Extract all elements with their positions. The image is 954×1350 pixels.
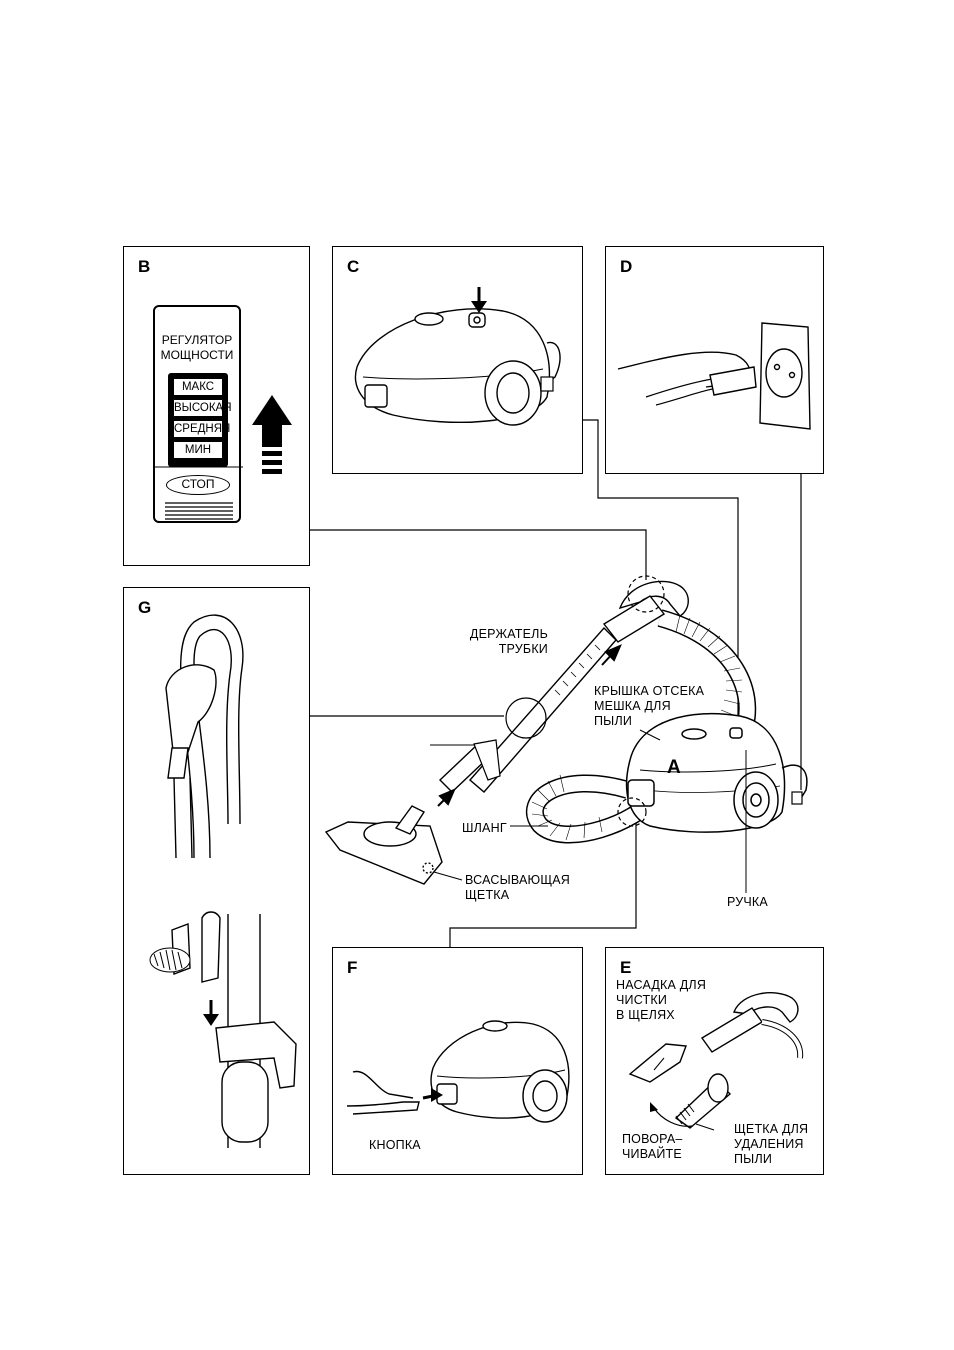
leader-lines bbox=[0, 0, 954, 1350]
